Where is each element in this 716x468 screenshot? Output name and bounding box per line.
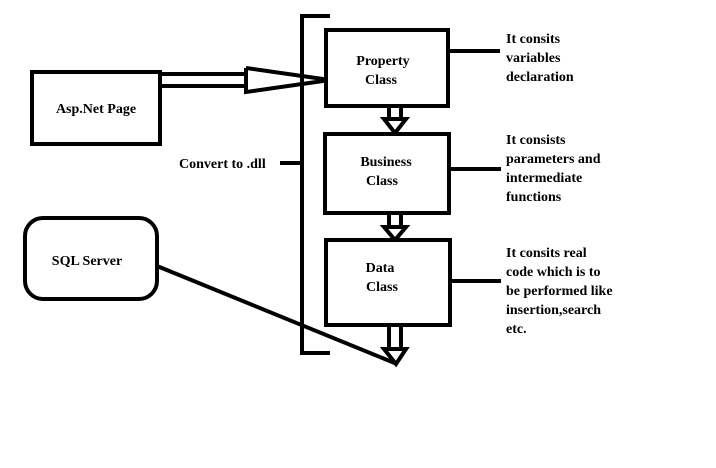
property-note-line-2: variables: [506, 51, 561, 66]
business-note-line-2: parameters and: [506, 152, 601, 167]
business-note-line-3: intermediate: [506, 171, 582, 186]
business-to-data-arrow: [379, 213, 411, 244]
data-note-line-5: etc.: [506, 322, 527, 337]
sql-server-connector: [156, 264, 398, 366]
asp-net-page-label: Asp.Net Page: [56, 102, 136, 117]
property-note-line-3: declaration: [506, 70, 574, 85]
property-note-line-1: It consits: [506, 32, 561, 47]
property-class-box: [324, 28, 450, 108]
data-class-label-line-1: Data: [366, 261, 395, 276]
data-note-line-3: be performed like: [506, 284, 613, 299]
business-class-box: [323, 132, 451, 215]
business-note-line-1: It consists: [506, 133, 566, 148]
data-class-label-line-2: Class: [366, 280, 398, 295]
asp-net-page-box: [30, 70, 162, 146]
dll-bracket: [300, 14, 330, 355]
data-output-arrow: [379, 325, 410, 368]
business-class-label-line-2: Class: [366, 174, 398, 189]
convert-to-dll-label: Convert to .dll: [179, 157, 266, 172]
sql-server-label: SQL Server: [52, 254, 122, 269]
data-note-line-1: It consits real: [506, 246, 587, 261]
asp-to-property-arrow: [160, 66, 331, 95]
business-note-line-4: functions: [506, 190, 562, 205]
sql-server-box: [23, 216, 159, 301]
property-class-label-line-1: Property: [356, 54, 409, 69]
business-class-label-line-1: Business: [360, 155, 412, 170]
data-note-line-4: insertion,search: [506, 303, 601, 318]
property-to-business-arrow: [379, 106, 411, 137]
property-class-label-line-2: Class: [365, 73, 397, 88]
data-note-line-2: code which is to: [506, 265, 601, 280]
data-class-box: [324, 238, 452, 327]
